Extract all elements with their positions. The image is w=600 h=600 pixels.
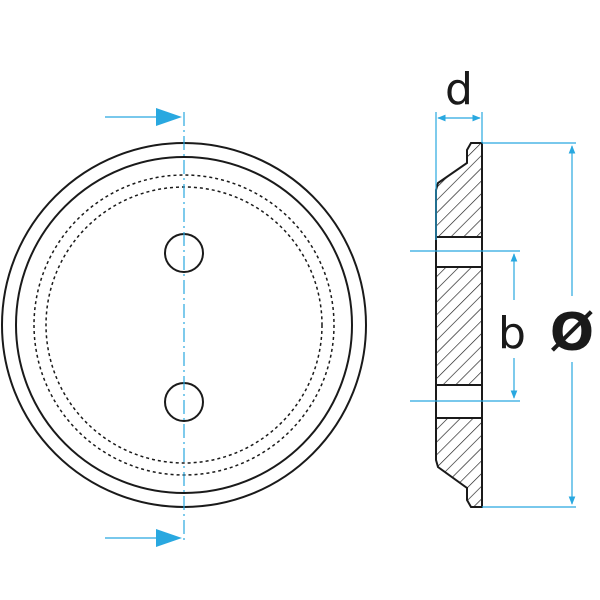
diameter-label: Ø xyxy=(550,303,594,363)
section-view xyxy=(435,142,483,508)
section-arrow-top xyxy=(105,108,182,126)
section-lower-segment xyxy=(435,417,483,508)
upper-bore xyxy=(435,237,483,267)
diameter-dimension: Ø xyxy=(482,142,597,508)
section-middle-segment xyxy=(435,266,483,386)
hole-spacing-label: b xyxy=(498,308,526,359)
section-upper-segment xyxy=(435,142,483,238)
section-arrow-bottom xyxy=(105,529,182,547)
front-view xyxy=(1,108,367,547)
inner-rim-circle xyxy=(15,156,353,494)
thickness-label: d xyxy=(445,64,473,115)
hole-spacing-dimension: b xyxy=(410,250,532,402)
thickness-dimension: d xyxy=(435,64,483,240)
